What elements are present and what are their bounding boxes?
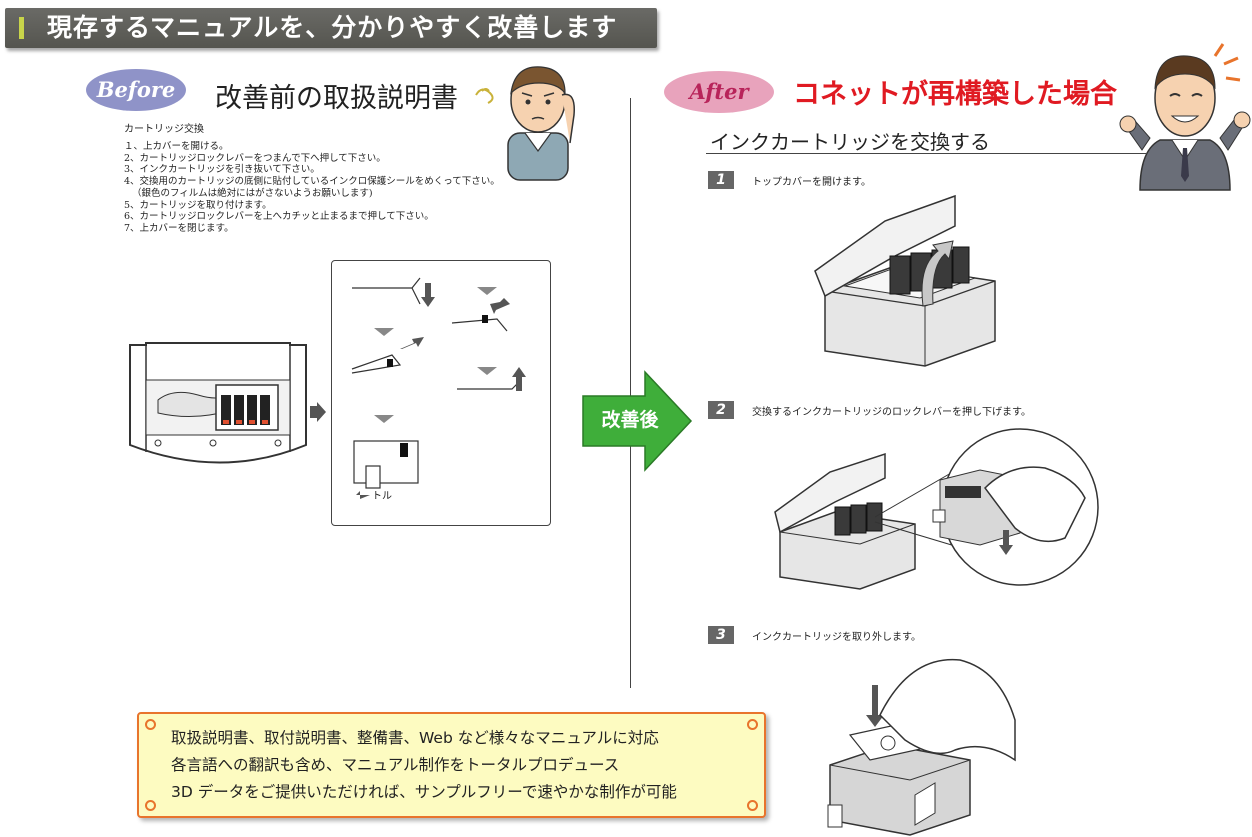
rivet-icon bbox=[145, 719, 156, 730]
after-badge: After bbox=[664, 71, 774, 113]
old-manual-step: 6、カートリッジロックレバーを上へカチッと止まるまで押して下さい。 bbox=[124, 211, 434, 223]
after-title: コネットが再構築した場合 bbox=[793, 79, 1117, 110]
note-line: 取扱説明書、取付説明書、整備書、Web など様々なマニュアルに対応 bbox=[171, 729, 659, 747]
banner-title: 現存するマニュアルを、分かりやすく改善します bbox=[47, 13, 618, 42]
step-number: 1 bbox=[708, 171, 734, 189]
old-manual-steps: １、上カバーを開ける。 2、カートリッジロックレバーをつまんで下へ押して下さい。… bbox=[124, 141, 500, 235]
before-badge: Before bbox=[86, 69, 186, 111]
old-manual-step: 5、カートリッジを取り付けます。 bbox=[124, 199, 272, 211]
worried-worker-illustration bbox=[475, 66, 575, 181]
old-manual-step: 2、カートリッジロックレバーをつまんで下へ押して下さい。 bbox=[124, 152, 386, 164]
step-text: 交換するインクカートリッジのロックレバーを押し下げます。 bbox=[752, 407, 1031, 418]
old-step-diagram: トル bbox=[331, 260, 551, 526]
step-text: トップカバーを開けます。 bbox=[752, 177, 871, 188]
old-manual-step: 4、交換用のカートリッジの底側に貼付しているインクロ保護シールをめくって下さい。 bbox=[124, 176, 500, 188]
service-note-box: 取扱説明書、取付説明書、整備書、Web など様々なマニュアルに対応 各言語への翻… bbox=[137, 712, 766, 818]
flow-arrow-icon bbox=[310, 402, 326, 422]
rivet-icon bbox=[747, 719, 758, 730]
printer-open-cover-illustration bbox=[814, 194, 996, 367]
old-manual-step: （銀色のフィルムは絶対にはがさないようお願いします) bbox=[132, 187, 373, 199]
improvement-arrow-icon bbox=[582, 370, 693, 472]
after-heading: インクカートリッジを交換する bbox=[710, 130, 990, 154]
before-title: 改善前の取扱説明書 bbox=[215, 83, 458, 114]
step-number: 2 bbox=[708, 401, 734, 419]
happy-businessman-illustration bbox=[1119, 43, 1251, 191]
old-manual-step: 3、インクカートリッジを引き抜いて下さい。 bbox=[124, 164, 320, 176]
note-line: 各言語への翻訳も含め、マニュアル制作をトータルプロデュース bbox=[171, 756, 620, 774]
section-divider bbox=[630, 98, 631, 688]
banner-accent-bar bbox=[19, 17, 24, 39]
remove-cartridge-illustration bbox=[827, 658, 1016, 836]
old-manual-step: 7、上カバーを閉じます。 bbox=[124, 222, 234, 234]
old-printer-drawing bbox=[129, 342, 307, 464]
diagram-label: トル bbox=[372, 491, 392, 502]
step-number: 3 bbox=[708, 626, 734, 644]
rivet-icon bbox=[145, 800, 156, 811]
lock-lever-illustration bbox=[774, 428, 1099, 590]
step-text: インクカートリッジを取り外します。 bbox=[752, 632, 921, 643]
note-line: 3D データをご提供いただければ、サンプルフリーで速やかな制作が可能 bbox=[171, 783, 677, 801]
header-banner: 現存するマニュアルを、分かりやすく改善します bbox=[5, 8, 657, 48]
rivet-icon bbox=[747, 800, 758, 811]
old-manual-step: １、上カバーを開ける。 bbox=[124, 141, 229, 152]
improvement-arrow-label: 改善後 bbox=[601, 409, 659, 431]
after-heading-rule bbox=[706, 153, 1146, 154]
old-manual-heading: カートリッジ交換 bbox=[124, 124, 204, 135]
